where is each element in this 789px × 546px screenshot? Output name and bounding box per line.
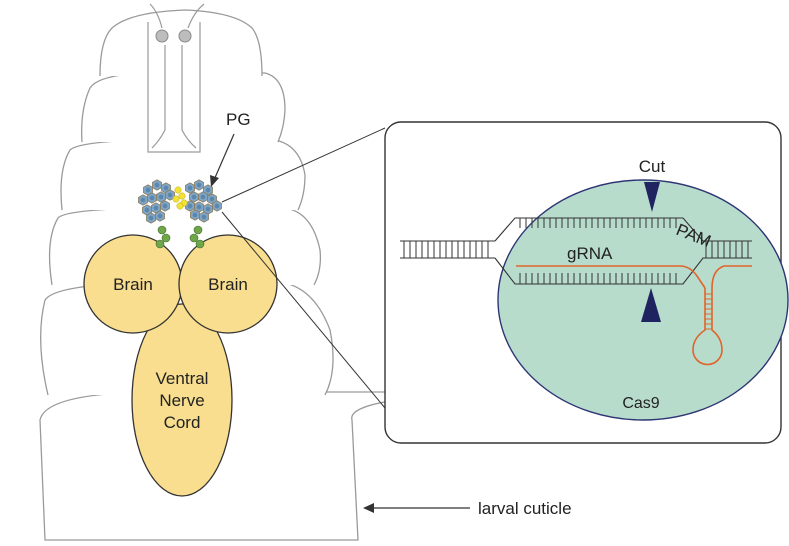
pg-cell-nucleus bbox=[196, 204, 202, 210]
pg-cell-nucleus bbox=[191, 194, 197, 200]
cas9-protein bbox=[497, 179, 789, 421]
segment-head bbox=[99, 9, 263, 77]
pg-cell-nucleus bbox=[158, 194, 164, 200]
corpora-allata-cell bbox=[172, 195, 180, 203]
vnc-label-line2: Nerve bbox=[159, 391, 204, 410]
mouthhook-right bbox=[181, 45, 197, 149]
dna-strands bbox=[400, 217, 752, 285]
dna-rungs bbox=[403, 218, 749, 284]
pg-cell-nucleus bbox=[201, 214, 207, 220]
brain-right-label: Brain bbox=[208, 275, 248, 294]
pg-cell-nucleus bbox=[149, 195, 155, 201]
pg-arrowhead bbox=[210, 175, 219, 187]
antenna-left bbox=[149, 3, 163, 29]
pg-cell-nucleus bbox=[187, 203, 193, 209]
pg-cell-nucleus bbox=[209, 196, 215, 202]
brain-right bbox=[178, 234, 278, 334]
pg-cell-nucleus bbox=[163, 185, 169, 191]
cas9-label: Cas9 bbox=[622, 395, 659, 412]
cut-arrowhead-bottom bbox=[641, 288, 661, 322]
pg-cell-nucleus bbox=[214, 203, 220, 209]
pg-cluster bbox=[138, 179, 222, 224]
cut-arrowhead-top bbox=[644, 182, 660, 212]
eye-spot-icon bbox=[155, 29, 169, 43]
brain-left-label: Brain bbox=[113, 275, 153, 294]
pg-cell-nucleus bbox=[148, 215, 154, 221]
corpora-allata-cell bbox=[174, 186, 182, 194]
eye-spot-icon bbox=[178, 29, 192, 43]
ring-gland-stalks bbox=[155, 225, 205, 249]
pg-cell-nucleus bbox=[153, 205, 159, 211]
pg-cell-nucleus bbox=[162, 203, 168, 209]
pg-cell-nucleus bbox=[145, 187, 151, 193]
pg-cell-nucleus bbox=[140, 197, 146, 203]
larval-cuticle-label: larval cuticle bbox=[478, 499, 572, 518]
pg-cell-nucleus bbox=[192, 212, 198, 218]
grna-rungs bbox=[705, 293, 712, 330]
segment-3 bbox=[60, 139, 306, 211]
antenna-right bbox=[187, 3, 205, 29]
pg-cell-nucleus bbox=[167, 192, 173, 198]
zoom-line-top bbox=[221, 127, 386, 203]
cut-label: Cut bbox=[639, 157, 666, 176]
ventral-nerve-cord bbox=[131, 303, 233, 497]
pg-cell-nucleus bbox=[205, 187, 211, 193]
corpora-allata-cell bbox=[178, 192, 186, 200]
zoom-line-bottom bbox=[221, 211, 386, 409]
vnc-label-line3: Cord bbox=[164, 413, 201, 432]
pg-cell-nucleus bbox=[144, 207, 150, 213]
pg-cell-nucleus bbox=[154, 182, 160, 188]
grna-label: gRNA bbox=[567, 244, 613, 263]
pg-cell-nucleus bbox=[205, 206, 211, 212]
vnc-label-line1: Ventral bbox=[156, 369, 209, 388]
head-structures bbox=[147, 3, 205, 153]
grna-strand bbox=[516, 265, 752, 366]
pg-arrow-line bbox=[213, 133, 235, 181]
pg-cell-nucleus bbox=[200, 194, 206, 200]
pg-cell-nucleus bbox=[187, 185, 193, 191]
pg-cell-nucleus bbox=[196, 182, 202, 188]
mouthhook-left bbox=[151, 45, 166, 149]
pg-cell-nucleus bbox=[157, 213, 163, 219]
pg-label: PG bbox=[226, 110, 251, 129]
cuticle-arrowhead bbox=[363, 503, 374, 513]
corpora-allata-cell bbox=[176, 202, 184, 210]
mouthparts-outline bbox=[147, 22, 201, 153]
